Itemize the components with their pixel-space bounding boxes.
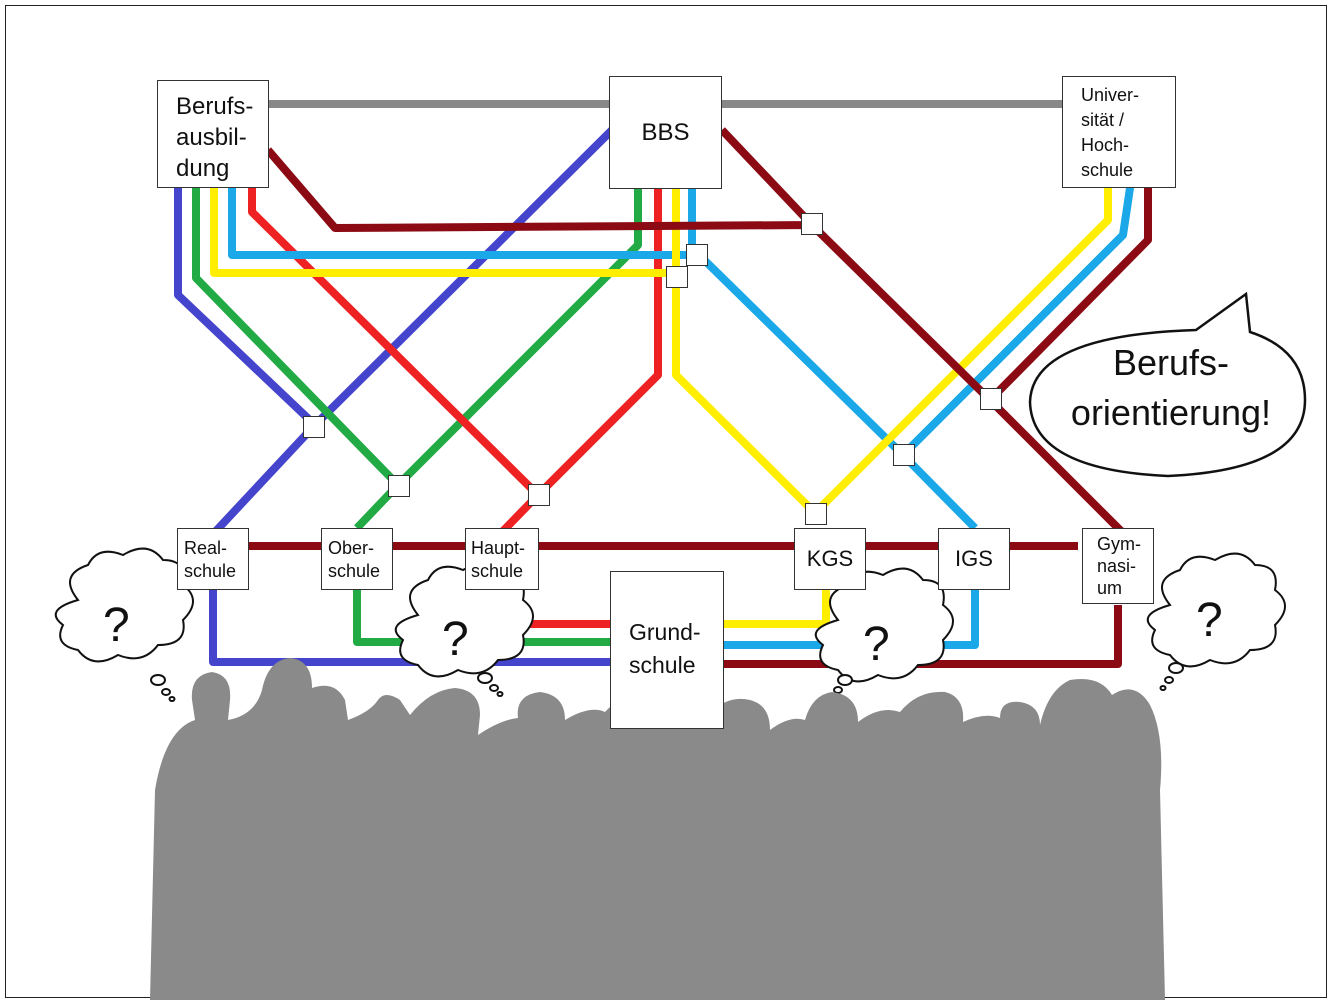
- junction-square: [686, 244, 708, 266]
- node-label: Univer-: [1081, 85, 1140, 105]
- speech-bubble-line: orientierung!: [1070, 392, 1272, 433]
- node-hauptschule: Haupt- schule: [465, 528, 539, 590]
- node-label: sität /: [1081, 110, 1125, 130]
- node-label: schule: [471, 561, 524, 581]
- thought-bubble-icon: [394, 562, 534, 697]
- question-mark: ?: [863, 618, 890, 671]
- node-label: IGS: [955, 546, 993, 571]
- node-gymnasium: Gym- nasi- um: [1082, 528, 1154, 604]
- line-cyan-igs: [724, 452, 979, 649]
- node-label: um: [1097, 578, 1123, 598]
- node-label: Grund-: [629, 619, 701, 645]
- question-mark: ?: [1196, 594, 1223, 647]
- node-label: schule: [629, 652, 696, 678]
- node-label: nasi-: [1097, 556, 1137, 576]
- node-hochschule: Univer- sität / Hoch- schule: [1062, 76, 1176, 188]
- node-bbs: BBS: [609, 76, 722, 189]
- node-kgs: KGS: [794, 528, 866, 590]
- node-berufsausbildung: Berufs- ausbil- dung: [157, 80, 269, 188]
- node-realschule: Real- schule: [177, 528, 249, 590]
- node-label: Haupt-: [471, 538, 526, 558]
- node-grundschule: Grund- schule: [610, 571, 724, 729]
- thought-bubble-icon: [54, 547, 194, 702]
- node-label: KGS: [806, 546, 854, 571]
- junction-square: [303, 416, 325, 438]
- junction-square: [801, 213, 823, 235]
- line-darkred: [264, 127, 1152, 535]
- node-label: schule: [1081, 160, 1134, 180]
- node-label: Gym-: [1097, 534, 1141, 554]
- line-yellow-kgs: [724, 590, 830, 628]
- node-label: Real-: [184, 538, 228, 558]
- speech-bubble-text: Berufs- orientierung!: [1035, 338, 1307, 438]
- thought-bubble-icon: [1146, 552, 1286, 691]
- speech-bubble-icon: [1028, 291, 1307, 478]
- node-oberschule: Ober- schule: [321, 528, 393, 590]
- node-label: Hoch-: [1081, 135, 1130, 155]
- line-blue: [174, 127, 615, 429]
- junction-square: [388, 475, 410, 497]
- line-green: [192, 188, 642, 489]
- thought-bubble-icon: [814, 567, 954, 700]
- node-label: BBS: [641, 118, 690, 146]
- question-mark: ?: [103, 599, 130, 652]
- node-label: schule: [184, 561, 237, 581]
- line-red: [248, 188, 662, 499]
- junction-square: [893, 444, 915, 466]
- question-mark: ?: [442, 613, 469, 666]
- junction-square: [528, 484, 550, 506]
- speech-bubble-line: Berufs-: [1112, 342, 1230, 383]
- node-label: schule: [328, 561, 381, 581]
- node-label: ausbil-: [176, 124, 247, 151]
- junction-square: [980, 388, 1002, 410]
- node-igs: IGS: [938, 528, 1010, 590]
- people-silhouette-icon: [150, 658, 1165, 1000]
- node-label: Ober-: [328, 538, 375, 558]
- node-label: Berufs-: [176, 93, 254, 120]
- junction-square: [805, 503, 827, 525]
- node-label: dung: [176, 155, 230, 182]
- junction-square: [666, 266, 688, 288]
